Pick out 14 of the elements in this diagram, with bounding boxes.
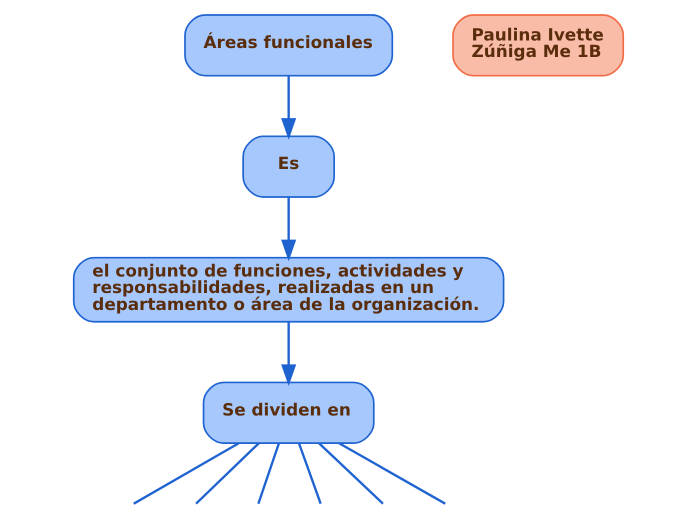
arrow [280,76,296,140]
connector [194,442,260,505]
connector [256,442,280,504]
connector [297,442,322,504]
connector [318,442,384,505]
connector [338,442,446,505]
node-box: Áreas funcionales [184,14,393,76]
arrow [280,322,296,386]
arrow [280,197,296,262]
node-box: el conjunto de funciones, actividades y responsabilidades, realizadas en un departamento o área de la organización. [72,256,504,323]
connector [132,442,239,505]
node-box: Paulina Ivette Zúñiga Me 1B [452,14,624,76]
node-box: Es [242,136,335,198]
node-box: Se dividen en [202,382,374,444]
